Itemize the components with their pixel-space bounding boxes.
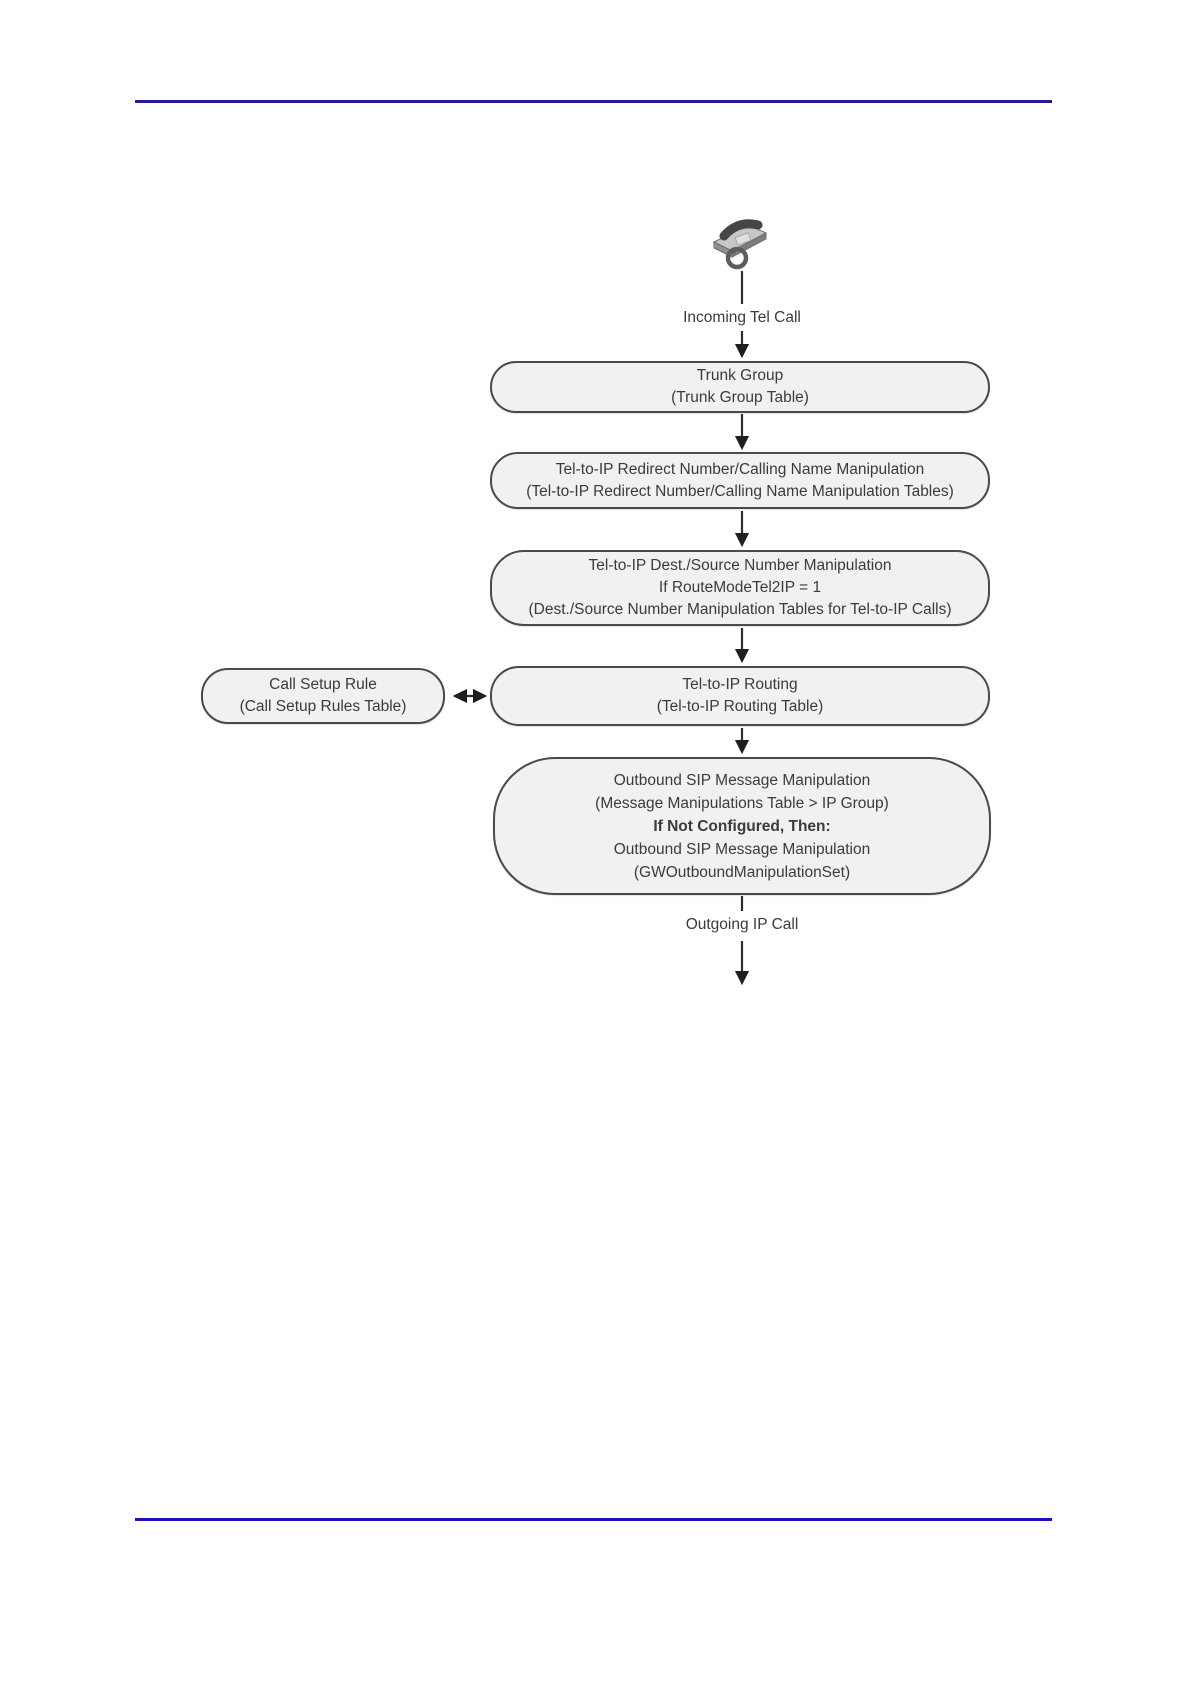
node-line: (Call Setup Rules Table) — [239, 698, 407, 715]
node-line: (Tel-to-IP Redirect Number/Calling Name … — [526, 482, 954, 500]
telephone-icon — [712, 219, 768, 270]
node-line: (Dest./Source Number Manipulation Tables… — [528, 601, 952, 618]
node-outbound-sip-message-manipulation: Outbound SIP Message Manipulation (Messa… — [493, 757, 991, 895]
node-call-setup-rule: Call Setup Rule (Call Setup Rules Table) — [201, 668, 445, 724]
node-line: (GWOutboundManipulationSet) — [633, 863, 851, 881]
node-tel-to-ip-routing: Tel-to-IP Routing (Tel-to-IP Routing Tab… — [490, 666, 990, 726]
node-line: Outbound SIP Message Manipulation — [613, 840, 871, 858]
node-line: (Tel-to-IP Routing Table) — [656, 698, 824, 715]
node-line: Trunk Group — [696, 367, 784, 384]
node-line: Tel-to-IP Routing — [682, 676, 798, 693]
outgoing-ip-call-label: Outgoing IP Call — [685, 916, 799, 933]
header-rule — [135, 100, 1052, 103]
footer-rule — [135, 1518, 1052, 1521]
node-line: Tel-to-IP Redirect Number/Calling Name M… — [555, 460, 925, 478]
node-dest-source-number-manipulation: Tel-to-IP Dest./Source Number Manipulati… — [490, 550, 990, 626]
node-line: If RouteModeTel2IP = 1 — [658, 579, 822, 596]
incoming-tel-call-label: Incoming Tel Call — [683, 309, 801, 326]
node-line: (Trunk Group Table) — [671, 389, 809, 406]
node-line: Tel-to-IP Dest./Source Number Manipulati… — [588, 557, 892, 574]
node-line: Call Setup Rule — [269, 676, 377, 693]
node-line: Outbound SIP Message Manipulation — [613, 771, 871, 789]
node-line-bold: If Not Configured, Then: — [653, 817, 831, 835]
node-trunk-group: Trunk Group (Trunk Group Table) — [490, 361, 990, 413]
node-redirect-calling-name-manipulation: Tel-to-IP Redirect Number/Calling Name M… — [490, 452, 990, 509]
node-line: (Message Manipulations Table > IP Group) — [595, 794, 889, 812]
